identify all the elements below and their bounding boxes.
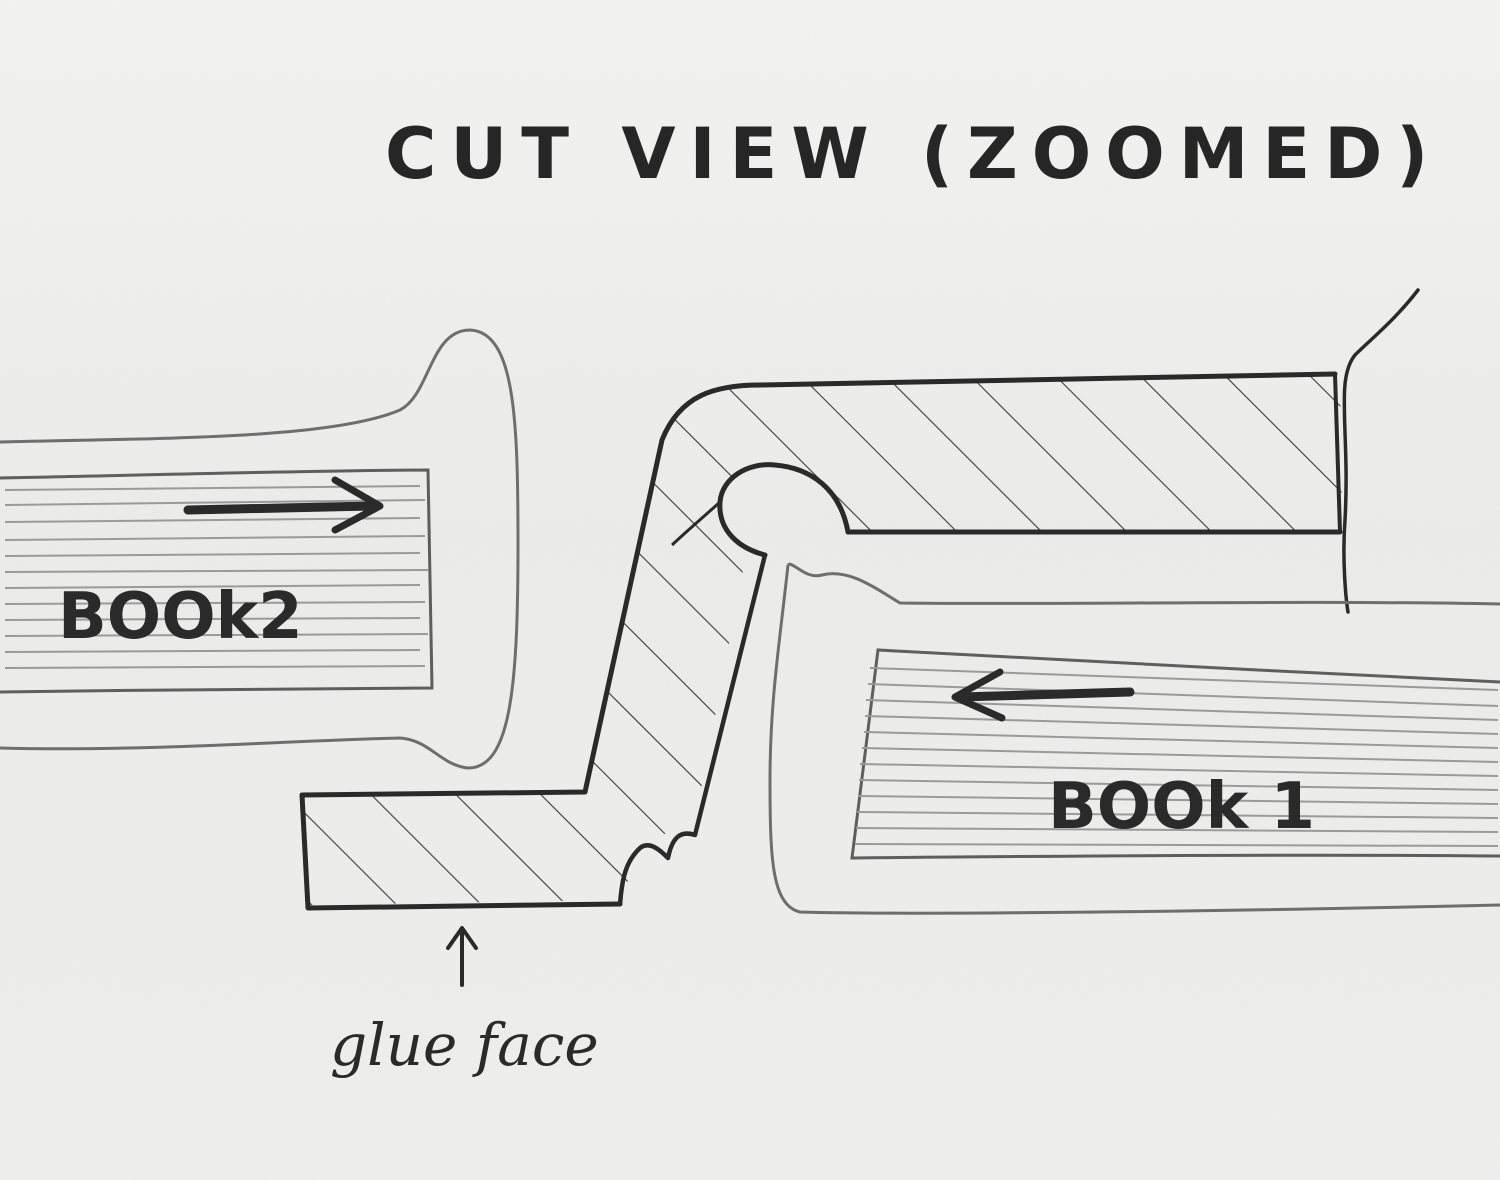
book1-stem-outline: [768, 564, 1500, 915]
connector-inner-edge: [617, 552, 768, 907]
break-line: [1342, 288, 1420, 614]
book2-block: BOOk2: [0, 328, 520, 770]
connector-bottom-outline: [299, 792, 623, 911]
connector-socket-outline: [717, 462, 1343, 558]
connector-right-edge: [1333, 373, 1342, 533]
diagram-title: CUT VIEW (ZOOMED): [385, 113, 1442, 195]
book1-top-outline: [786, 562, 1500, 606]
book2-outer-outline: [0, 328, 520, 770]
glue-face-label: glue face: [330, 1011, 599, 1079]
connector-hatch-fill: [302, 375, 1342, 905]
book2-inner-outline: [0, 468, 434, 694]
connector-profile: [299, 371, 1343, 911]
book2-label: BOOk2: [58, 580, 303, 654]
book2-page-lines: [4, 485, 429, 669]
glue-face-annotation: glue face: [330, 926, 599, 1079]
connector-top-outline: [299, 371, 1338, 798]
book1-inner-outline: [850, 648, 1500, 860]
connector-corner-line: [670, 500, 722, 547]
book2-direction-arrow-icon: [183, 476, 384, 534]
book1-block: BOOk 1: [768, 562, 1500, 915]
book1-direction-arrow-icon: [951, 668, 1135, 722]
book1-label: BOOk 1: [1048, 770, 1315, 844]
